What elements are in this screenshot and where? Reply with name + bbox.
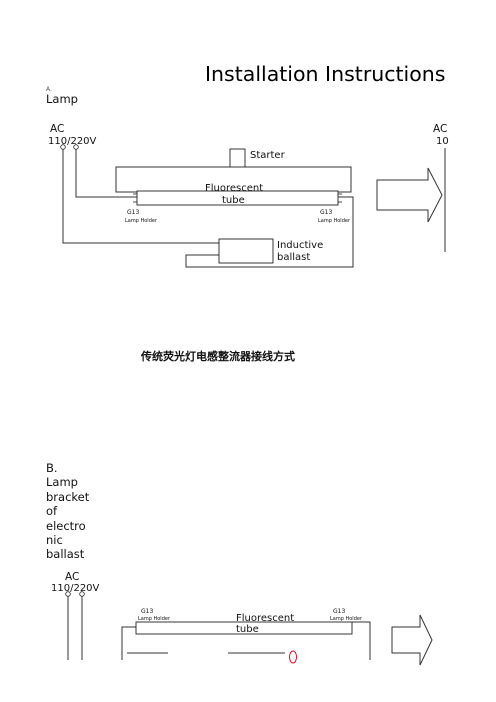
starter-box — [229, 148, 246, 168]
b-tube-label-1: Fluorescent — [236, 613, 294, 624]
ac-label: AC — [50, 123, 64, 135]
g13-right: G13 — [320, 209, 332, 216]
b-tube-label-2: tube — [236, 624, 259, 635]
holder-right: Lamp Holder — [318, 218, 351, 224]
b-voltage-label: 110/220V — [51, 583, 100, 594]
section-b-line: electro — [46, 518, 86, 533]
tube-label-1: Fluorescent — [205, 183, 263, 194]
wires-b — [67, 596, 371, 660]
ballast-label-1: Inductive — [277, 240, 323, 251]
inductive-ballast-box — [218, 238, 274, 264]
b-holder-right: Lamp Holder — [330, 616, 363, 622]
section-b-line: B. — [46, 461, 58, 475]
right-voltage-partial: 10 — [436, 136, 449, 147]
b-arrow-right-icon — [391, 614, 433, 666]
wires-a — [62, 149, 354, 268]
b-terminal-right — [79, 591, 85, 597]
caption-chinese: 传统荧光灯电感整流器接线方式 — [141, 350, 295, 363]
right-ac-partial: AC — [433, 123, 447, 135]
b-g13-left: G13 — [141, 608, 153, 615]
red-mark — [289, 650, 297, 664]
section-b-line: Lamp — [46, 475, 78, 490]
starter-label: Starter — [250, 150, 286, 161]
b-terminal-left — [65, 591, 71, 597]
section-b-label: B. Lamp bracket of electro nic ballast — [46, 461, 89, 562]
b-holder-left: Lamp Holder — [138, 616, 171, 622]
section-b-line: bracket — [46, 489, 90, 504]
tube-label-2: tube — [222, 195, 245, 206]
b-g13-right: G13 — [333, 608, 345, 615]
section-b-line: of — [46, 504, 58, 519]
section-b-line: nic — [46, 533, 63, 548]
arrow-right-icon — [376, 167, 443, 223]
b-fluorescent-tube — [135, 621, 353, 635]
section-a-label: Lamp — [46, 92, 78, 106]
fluorescent-tube — [136, 190, 339, 206]
ballast-label-2: ballast — [277, 252, 310, 263]
cut-off-heading: A. — [46, 86, 52, 93]
b-ac-label: AC — [65, 571, 79, 583]
holder-left: Lamp Holder — [125, 218, 158, 224]
page-title: Installation Instructions — [205, 62, 446, 86]
g13-left: G13 — [127, 209, 139, 216]
section-b-line: ballast — [46, 547, 85, 562]
voltage-label: 110/220V — [48, 136, 97, 147]
